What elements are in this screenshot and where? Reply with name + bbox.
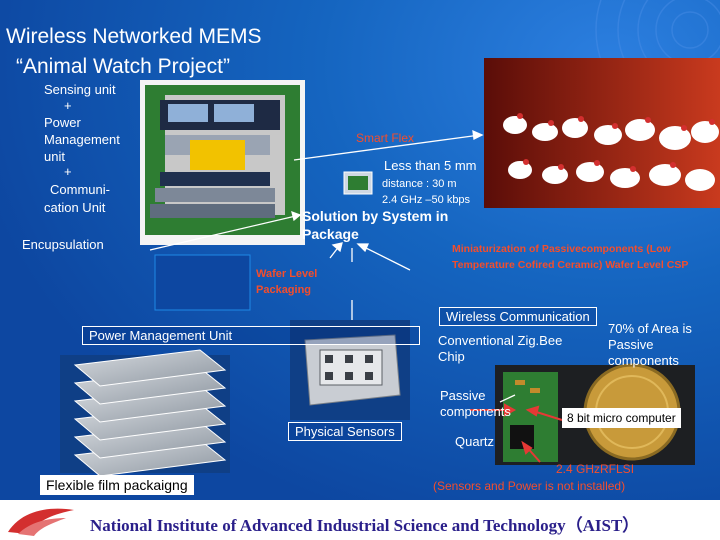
- quartz-label: Quartz: [455, 434, 495, 449]
- encapsulation-label: Encupsulation: [22, 237, 104, 252]
- plus-sign-2: +: [64, 164, 72, 179]
- wafer-level-label: Wafer Level Packaging: [256, 268, 318, 296]
- smart-flex-label: Smart Flex: [356, 131, 415, 145]
- physical-sensors-box: Physical Sensors: [288, 422, 402, 441]
- mems-stack-illustration: [140, 80, 305, 245]
- poultry-photo: [484, 58, 720, 208]
- power-label-2: Management: [44, 132, 120, 147]
- distance-label: distance : 30 m: [382, 178, 457, 190]
- power-management-box: Power Management Unit: [82, 326, 420, 345]
- aist-logo-icon: [8, 508, 74, 536]
- frequency-label: 2.4 GHz –50 kbps: [382, 194, 471, 206]
- footer-bar: National Institute of Advanced Industria…: [0, 500, 720, 540]
- miniaturization-label: Miniaturization of Passivecomponents (Lo…: [452, 243, 689, 271]
- sensor-chip-image: [290, 320, 410, 420]
- not-installed-label: (Sensors and Power is not installed): [433, 479, 626, 493]
- title-line-1: Wireless Networked MEMS: [6, 25, 262, 48]
- title-line-2: “Animal Watch Project”: [16, 55, 230, 78]
- comm-label-1: Communi-: [50, 182, 110, 197]
- wafer-image: [154, 254, 251, 311]
- micro-computer-label: 8 bit micro computer: [562, 408, 681, 428]
- power-label-1: Power: [44, 115, 81, 130]
- rf-chip-label: 2.4 GHzRFLSI: [556, 462, 635, 476]
- area-note-text: 70% of Area is Passive components: [608, 321, 692, 368]
- flexible-film-label: Flexible film packaigng: [40, 475, 194, 495]
- plus-sign-1: +: [64, 98, 72, 113]
- area-note: 70% of Area is Passive components: [608, 321, 720, 369]
- zigbee-chip-label: Conventional Zig.Bee Chip: [438, 333, 563, 364]
- comm-label-2: cation Unit: [44, 200, 106, 215]
- flexible-film-image: [60, 349, 230, 477]
- sensing-unit-label: Sensing unit: [44, 82, 116, 97]
- size-label: Less than 5 mm: [384, 158, 477, 173]
- footer-institution: National Institute of Advanced Industria…: [90, 516, 640, 535]
- power-label-3: unit: [44, 149, 65, 164]
- solution-label: Solution by System in Package: [302, 208, 449, 242]
- wireless-communication-box: Wireless Communication: [439, 307, 597, 326]
- passive-components-label: Passive components: [440, 388, 511, 419]
